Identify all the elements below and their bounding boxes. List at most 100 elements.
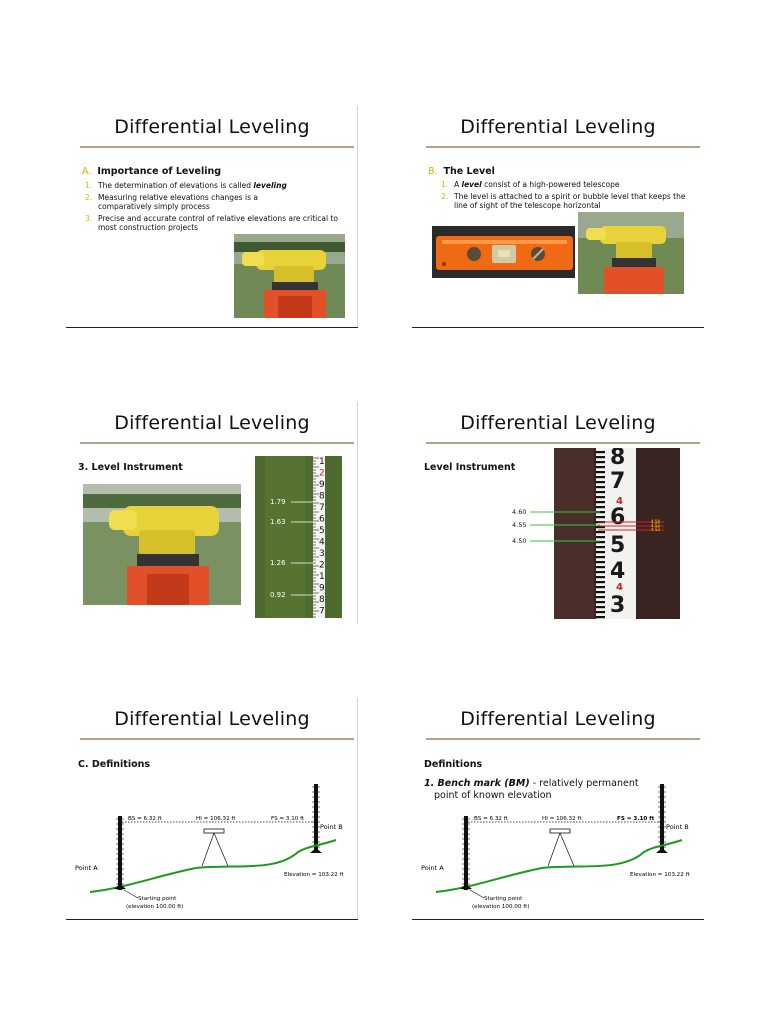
rod-number: 1 (319, 457, 325, 467)
item-text: Precise and accurate control of relative… (98, 214, 338, 232)
heading-text: Importance of Leveling (97, 166, 222, 177)
slide-bottom-rule (412, 919, 704, 920)
rod-tick (596, 481, 605, 484)
item-number: 2. (85, 193, 93, 202)
slide-title: Differential Leveling (460, 412, 656, 434)
point-a-label: Point A (421, 864, 444, 872)
item-number: 1. (85, 181, 93, 190)
section-heading: A.Importance of Leveling (82, 166, 221, 177)
small-reading: 4.53 (651, 523, 660, 528)
bullet-list: 1. The determination of elevations is ca… (82, 181, 358, 235)
item-number: 2. (441, 192, 449, 201)
heading-letter: B. (428, 166, 438, 177)
definition-term: 1. Bench mark (BM) (424, 778, 530, 789)
leveling-diagram: BS = 6.32 ft HI = 106.32 ft FS = 3.10 ft… (421, 784, 690, 910)
rod-tick (596, 601, 605, 604)
starting-point-label: Starting point (484, 896, 523, 902)
bubble-level-photo (432, 226, 575, 278)
rod-reading: 1.79 (270, 498, 286, 506)
slide-bottom-rule (412, 327, 704, 328)
rod-tick (596, 586, 605, 589)
rod-tick (596, 506, 605, 509)
rod-tick (596, 486, 605, 489)
item-number: 1. (441, 180, 449, 189)
section-heading: C. Definitions (78, 759, 150, 770)
definition-body: point of known elevation (434, 790, 552, 801)
rod-tick (596, 516, 605, 519)
rod-tick (596, 501, 605, 504)
title-rule (426, 146, 700, 148)
rod-number: 4 (616, 496, 623, 507)
hi-label: HI = 106.32 ft (542, 816, 582, 822)
rod-tick (596, 526, 605, 529)
starting-elevation-label: (elevation 100.00 ft) (472, 904, 529, 910)
small-reading: 4.54 (651, 519, 660, 524)
rod-tick (596, 556, 605, 559)
rod-tick (596, 566, 605, 569)
list-item: 2. The level is attached to a spirit or … (438, 192, 688, 210)
title-rule (426, 442, 700, 444)
rod-tick (596, 581, 605, 584)
title-rule (80, 146, 354, 148)
small-reading: 4.52 (651, 527, 660, 532)
rod-tick (596, 451, 605, 454)
rod-tick (596, 616, 605, 619)
rod-tick (596, 611, 605, 614)
point-b-label: Point B (320, 823, 343, 831)
rod-reading: 4.60 (512, 508, 526, 516)
rod-number: 7 (319, 607, 325, 617)
rod-number: 6 (319, 515, 325, 525)
level-instrument-photo (578, 212, 684, 294)
rod-number: 4 (319, 538, 325, 548)
rod-tick (596, 551, 605, 554)
rod-tick (596, 511, 605, 514)
item-text: The determination of elevations is calle… (98, 181, 254, 190)
rod-tick (596, 461, 605, 464)
title-rule (426, 738, 700, 740)
slide-bottom-rule (66, 919, 358, 920)
rod-reading: 1.26 (270, 559, 286, 567)
item-emphasis: level (461, 180, 482, 189)
item-emphasis: leveling (253, 181, 287, 190)
heading-text: Definitions (91, 759, 151, 770)
rod-number: 9 (319, 480, 325, 490)
rod-number: 1 (319, 572, 325, 582)
rod-tick (596, 536, 605, 539)
rod-reading: 0.92 (270, 591, 286, 599)
bs-label: BS = 6.32 ft (128, 816, 163, 822)
rod-tick-marks (596, 451, 605, 619)
slide-edge (357, 106, 358, 328)
rod-tick (596, 606, 605, 609)
elevation-label: Elevation = 103.22 ft (284, 872, 344, 878)
section-heading: Definitions (424, 759, 483, 770)
rod-number: 7 (610, 469, 625, 494)
slide-6: Differential Leveling Definitions 1. Ben… (412, 698, 704, 920)
rod-number: 8 (319, 595, 325, 605)
starting-elevation-label: (elevation 100.00 ft) (126, 904, 183, 910)
rod-tick (596, 596, 605, 599)
slide-1: Differential Leveling A.Importance of Le… (66, 106, 358, 328)
point-b-label: Point B (666, 823, 689, 831)
heading-text: The Level (443, 166, 495, 177)
slide-5: Differential Leveling C. Definitions BS … (66, 698, 358, 920)
rod-reading: 4.55 (512, 521, 526, 529)
level-instrument-photo (234, 234, 345, 318)
rod-tick (596, 531, 605, 534)
item-number: 3. (85, 214, 93, 223)
item-text: The level is attached to a spirit or bub… (454, 192, 686, 210)
point-a-label: Point A (75, 864, 98, 872)
slide-title: Differential Leveling (460, 116, 656, 138)
list-item: 2. Measuring relative elevations changes… (82, 193, 308, 211)
title-rule (80, 738, 354, 740)
ground-line (435, 839, 683, 893)
slide-edge (357, 402, 358, 624)
rod-reading: 4.50 (512, 537, 526, 545)
rod-tick-marks (313, 457, 319, 618)
rod-tick (596, 471, 605, 474)
leveling-diagram: BS = 6.32 ft HI = 106.32 ft FS = 3.10 ft… (75, 784, 344, 910)
bs-label: BS = 6.32 ft (474, 816, 509, 822)
definition-text: 1. Bench mark (BM) - relatively permanen… (424, 778, 639, 802)
item-text: Measuring relative elevations changes is… (98, 193, 258, 211)
